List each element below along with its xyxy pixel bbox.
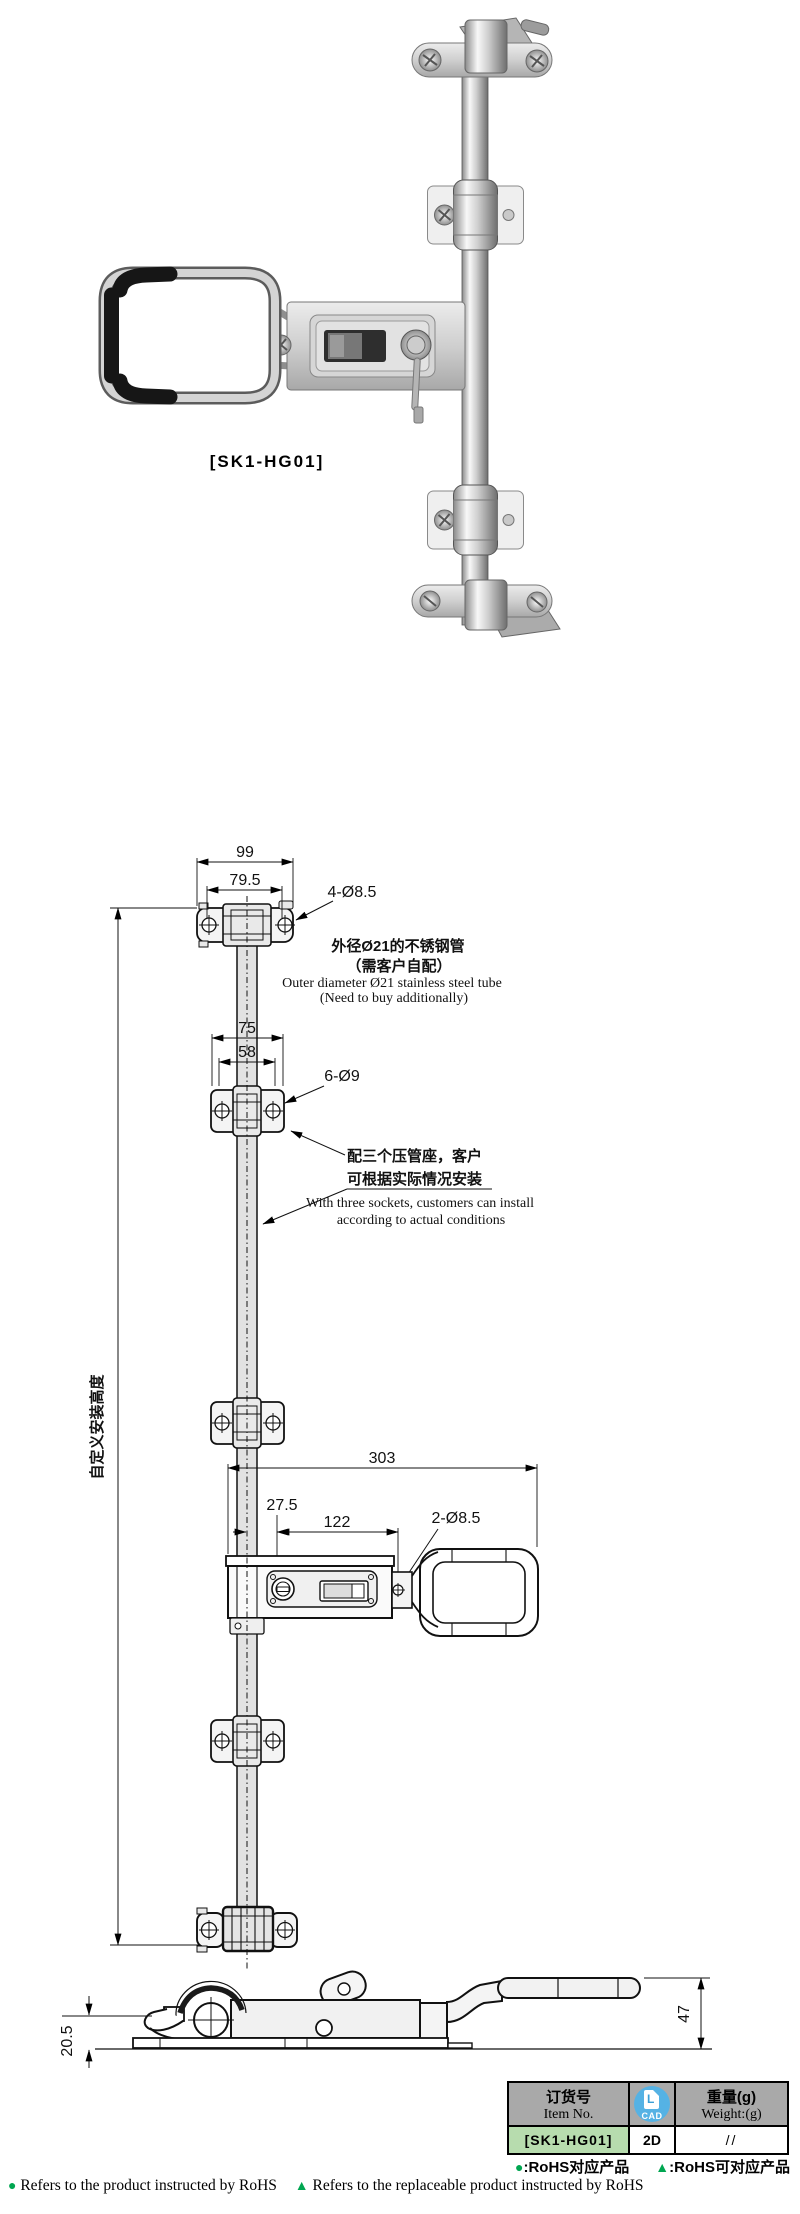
drawing-side-view bbox=[95, 1970, 712, 2050]
svg-text:4-Ø8.5: 4-Ø8.5 bbox=[328, 884, 377, 901]
spec-header-weight: 重量(g) Weight:(g) bbox=[674, 2083, 787, 2125]
svg-text:75: 75 bbox=[238, 1020, 256, 1037]
svg-text:99: 99 bbox=[236, 844, 254, 861]
spec-cell-weight: // bbox=[674, 2125, 787, 2153]
svg-text:303: 303 bbox=[369, 1450, 396, 1467]
drawing-side-handle bbox=[497, 1977, 641, 1999]
cad-icon: L CAD bbox=[634, 2086, 670, 2122]
svg-text:With three sockets, customers: With three sockets, customers can instal… bbox=[306, 1196, 534, 1211]
drawing-lock-body bbox=[225, 1548, 539, 1637]
svg-text:27.5: 27.5 bbox=[266, 1497, 297, 1514]
product-photo bbox=[98, 17, 561, 638]
photo-guide-bracket-lower bbox=[426, 484, 525, 556]
product-model-label: [SK1-HG01] bbox=[209, 452, 325, 471]
photo-top-cam bbox=[411, 17, 553, 78]
svg-text:可根据实际情况安装: 可根据实际情况安装 bbox=[347, 1170, 483, 1188]
photo-handle-grip bbox=[112, 266, 178, 298]
dim-122: 122 bbox=[276, 1514, 399, 1581]
svg-text:(Need to buy additionally): (Need to buy additionally) bbox=[320, 991, 468, 1006]
rohs-dot-icon-en: ● bbox=[8, 2179, 17, 2194]
photo-bottom-cam bbox=[411, 579, 561, 638]
photo-lock-body bbox=[270, 301, 466, 424]
spec-header-item-no: 订货号 Item No. bbox=[509, 2083, 628, 2125]
svg-text:20.5: 20.5 bbox=[59, 2025, 76, 2056]
svg-text:47: 47 bbox=[676, 2005, 693, 2023]
dim-99: 99 bbox=[196, 844, 294, 906]
note-sockets: 配三个压管座，客户 可根据实际情况安装 With three sockets, … bbox=[262, 1130, 534, 1228]
photo-guide-bracket-upper bbox=[426, 179, 525, 251]
spec-cell-cad-2d[interactable]: 2D bbox=[628, 2125, 674, 2153]
svg-text:（需客户自配）: （需客户自配） bbox=[346, 957, 451, 975]
rohs-triangle-icon: ▲ bbox=[655, 2159, 670, 2175]
svg-text:2-Ø8.5: 2-Ø8.5 bbox=[432, 1510, 481, 1527]
dim-47: 47 bbox=[644, 1977, 710, 2050]
dim-custom-height: 自定义安装高度 bbox=[88, 907, 203, 1946]
label-4-holes: 4-Ø8.5 bbox=[295, 884, 377, 921]
rohs-note-en: ● Refers to the product instructed by Ro… bbox=[8, 2177, 644, 2194]
svg-text:58: 58 bbox=[238, 1044, 256, 1061]
rohs-triangle-icon-en: ▲ bbox=[294, 2179, 309, 2194]
svg-text:6-Ø9: 6-Ø9 bbox=[324, 1068, 360, 1085]
photo-handle bbox=[98, 266, 282, 405]
dim-79-5: 79.5 bbox=[206, 872, 283, 918]
dim-75: 75 bbox=[211, 1020, 284, 1086]
rohs-note-cn: ●:RoHS对应产品▲:RoHS可对应产品 bbox=[515, 2159, 790, 2176]
drawing-bottom-cam bbox=[196, 1905, 298, 1953]
note-tube: 外径Ø21的不锈钢管 （需客户自配） Outer diameter Ø21 st… bbox=[282, 937, 502, 1006]
svg-text:Outer diameter Ø21 stainless s: Outer diameter Ø21 stainless steel tube bbox=[282, 976, 502, 991]
dim-58: 58 bbox=[218, 1044, 276, 1086]
svg-text:外径Ø21的不锈钢管: 外径Ø21的不锈钢管 bbox=[330, 937, 464, 955]
svg-text:122: 122 bbox=[324, 1514, 351, 1531]
dim-20-5: 20.5 bbox=[59, 1996, 152, 2068]
dim-303: 303 bbox=[227, 1450, 538, 1554]
svg-text:79.5: 79.5 bbox=[229, 872, 260, 889]
svg-text:自定义安装高度: 自定义安装高度 bbox=[88, 1374, 106, 1480]
spec-table: 订货号 Item No. L CAD 重量(g) Weight:(g) [SK1… bbox=[507, 2081, 789, 2155]
technical-drawing: 99 79.5 4-Ø8.5 外径Ø21的不锈钢管 （需客户自配） Outer … bbox=[59, 844, 712, 2068]
svg-text:according to actual conditions: according to actual conditions bbox=[337, 1213, 505, 1228]
spec-header-cad: L CAD bbox=[628, 2083, 674, 2125]
svg-text:配三个压管座，客户: 配三个压管座，客户 bbox=[347, 1147, 482, 1165]
rohs-dot-icon: ● bbox=[515, 2159, 524, 2175]
spec-cell-item-no: [SK1-HG01] bbox=[509, 2125, 628, 2153]
label-6-holes: 6-Ø9 bbox=[284, 1068, 360, 1104]
drawing-top-keeper bbox=[196, 900, 295, 948]
